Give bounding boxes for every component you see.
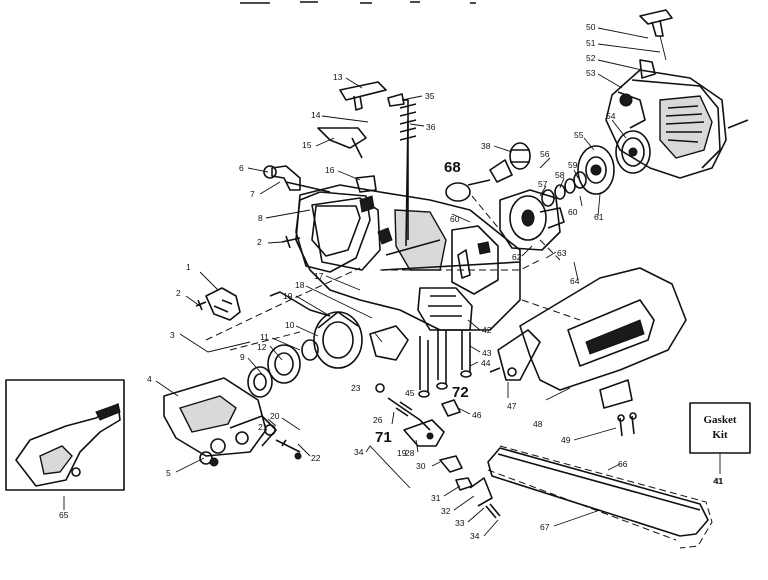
part-label: 61 [594,212,604,222]
part-label: 38 [481,141,491,151]
part-label: 21 [258,422,268,432]
gasket-kit-line1: Gasket [704,414,737,426]
part-label: 48 [533,419,543,429]
part-label: 31 [431,493,441,503]
part-label: 49 [561,435,571,445]
part-label: 45 [405,388,415,398]
part-label: 44 [481,358,491,368]
part-label: 60 [568,207,578,217]
part-label: 56 [540,149,550,159]
chain-guard [519,267,687,409]
alignment-lines [205,195,581,351]
inset-box [5,379,125,491]
guard-bolts [617,412,637,437]
gasket-kit-number: 41 [714,476,724,486]
sprocket-cover [163,377,277,467]
part-label: 15 [302,140,312,150]
part-label: 36 [426,122,436,132]
part-label: 19 [283,291,293,301]
cover-bolts [264,424,302,460]
part-label: 3 [170,330,175,340]
part-label: 4 [147,374,152,384]
part-label: 47 [507,401,517,411]
part-label: 41 [713,476,723,486]
part-label: 50 [586,22,596,32]
part-label: 34 [470,531,480,541]
part-label: 52 [586,53,596,63]
part-label: 12 [257,342,267,352]
part-label: 33 [455,518,465,528]
part-label: 9 [240,352,245,362]
part-label-large: 71 [375,429,392,446]
part-label: 42 [482,325,492,335]
part-label: 64 [570,276,580,286]
part-label: 11 [260,332,269,342]
part-label: 2 [176,288,181,298]
part-label: 57 [538,179,548,189]
part-label-large: 72 [452,384,469,401]
part-label: 6 [239,163,244,173]
bar-plate [497,329,541,381]
flywheel-assembly [499,189,565,251]
starter-pulley [615,130,651,174]
part-label: 7 [250,189,255,199]
part-label: 26 [373,415,383,425]
part-label: 22 [311,453,321,463]
flywheel-disc [577,145,615,195]
part-label: 63 [557,248,567,258]
part-label: 17 [314,271,324,281]
guide-bar [487,447,709,537]
part-label: 53 [586,68,596,78]
top-edge-marks [240,1,476,4]
part-label: 8 [258,213,263,223]
brake-parts [195,287,331,321]
part-label-large: 68 [444,159,461,176]
part-label: 65 [59,510,69,520]
leader-lines [63,27,661,537]
part-label: 5 [166,468,171,478]
part-label: 46 [472,410,482,420]
part-label: 51 [586,38,596,48]
part-label: 62 [512,252,522,262]
part-label: 43 [482,348,492,358]
part-label: 34 [354,447,364,457]
part-label: 59 [568,160,578,170]
part-label: 55 [574,130,584,140]
starter-housing [605,59,749,179]
gasket-kit-line2: Kit [712,429,728,441]
part-label: 54 [606,111,616,121]
saw-chain [487,445,713,549]
starter-handle [639,9,673,61]
part-label: 19 [397,448,407,458]
part-label: 23 [351,383,361,393]
part-label: 67 [540,522,550,532]
handle-cover [295,191,375,273]
part-label: 28 [405,448,415,458]
part-label: 18 [295,280,305,290]
clutch-drum [247,311,409,398]
part-label: 10 [285,320,295,330]
part-label: 60 [450,214,460,224]
part-label: 58 [555,170,565,180]
fuel-filter [445,142,531,202]
part-label: 2 [257,237,262,247]
part-label: 14 [311,110,321,120]
gasket-kit-box: Gasket Kit 41 [689,402,751,486]
part-label: 20 [270,411,280,421]
lower-parts [375,330,501,519]
part-label: 66 [618,459,628,469]
highlight-labels: 68 71 72 [375,159,469,446]
part-label: 30 [416,461,426,471]
part-label: 32 [441,506,451,516]
part-label: 1 [186,262,191,272]
throttle-parts [263,81,417,249]
part-label: 13 [333,72,343,82]
part-labels: 1 2 3 2 4 5 6 7 8 9 10 11 12 13 14 15 16… [59,22,723,541]
part-label: 35 [425,91,435,101]
part-label: 16 [325,165,335,175]
